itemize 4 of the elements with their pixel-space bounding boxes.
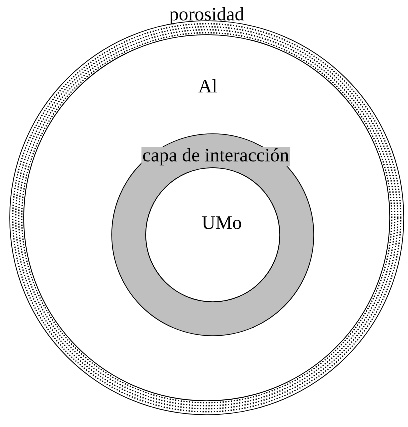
label: porosidad (170, 7, 244, 25)
label: UMo (202, 216, 242, 230)
label: Al (198, 79, 218, 93)
label: capa de interacción (142, 147, 290, 167)
